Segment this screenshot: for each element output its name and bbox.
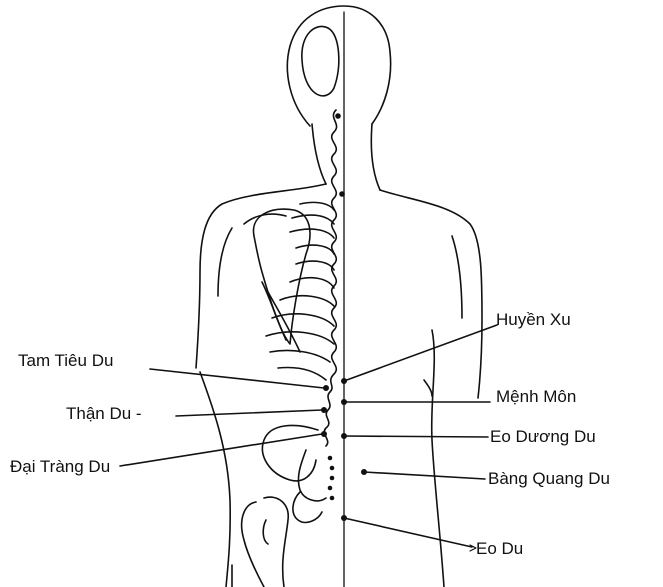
spine	[324, 110, 336, 446]
label-menh-mon: Mệnh Môn	[496, 388, 576, 405]
leader-bang-quang-du	[364, 472, 485, 479]
label-eo-du: Eo Du	[476, 540, 523, 557]
label-bang-quang-du: Bàng Quang Du	[488, 470, 610, 487]
pelvis	[262, 425, 318, 480]
point-huyen-xu	[341, 378, 347, 384]
point-spine-1	[335, 113, 341, 119]
leader-tam-tieu-du	[150, 369, 324, 388]
leader-than-du	[176, 410, 322, 416]
point-eo-duong-du	[341, 433, 347, 439]
leader-huyen-xu	[344, 325, 497, 381]
point-menh-mon	[341, 399, 347, 405]
point-dai-trang-du	[321, 431, 327, 437]
label-than-du: Thận Du -	[66, 405, 142, 422]
point-bang-quang-du	[361, 469, 367, 475]
right-shoulder	[380, 190, 482, 398]
point-spine-2	[339, 191, 345, 197]
label-eo-duong-du: Eo Dương Du	[490, 428, 596, 445]
label-tam-tieu-du: Tam Tiêu Du	[18, 352, 113, 369]
point-tam-tieu-du	[323, 385, 329, 391]
left-shoulder	[196, 184, 326, 368]
point-eo-du	[341, 515, 347, 521]
leader-eo-du	[344, 518, 472, 547]
label-dai-trang-du: Đại Tràng Du	[10, 458, 110, 475]
label-huyen-xu: Huyền Xu	[496, 311, 571, 328]
point-than-du	[321, 407, 327, 413]
leader-eo-duong-du	[344, 436, 488, 437]
head-oval	[302, 26, 339, 95]
left-hand	[242, 502, 264, 587]
ribs	[266, 202, 334, 380]
